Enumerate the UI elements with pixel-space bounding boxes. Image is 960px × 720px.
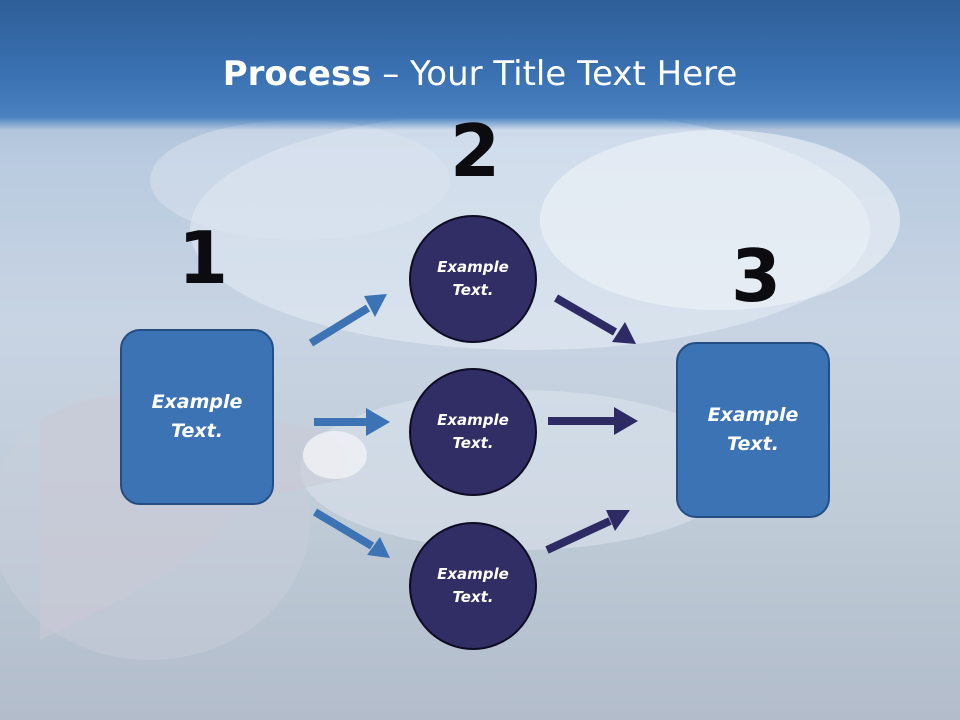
circle-top: Example Text. — [409, 215, 537, 343]
slide-title: Process – Your Title Text Here — [0, 52, 960, 96]
arrow-top-to-right — [554, 294, 636, 344]
circle-bottom: Example Text. — [409, 522, 537, 650]
step-number-1: 1 — [178, 216, 229, 300]
circle-top-label: Example Text. — [437, 258, 509, 299]
step-box-right: Example Text. — [676, 342, 830, 518]
arrow-middle-to-right — [548, 407, 638, 435]
title-rest: – Your Title Text Here — [371, 54, 738, 94]
circle-middle-label: Example Text. — [437, 411, 509, 452]
arrow-left-to-middle — [314, 408, 390, 436]
circle-middle: Example Text. — [409, 368, 537, 496]
step-number-3: 3 — [731, 234, 782, 318]
step-number-2: 2 — [450, 109, 501, 193]
step-box-left-label: Example Text. — [151, 391, 243, 442]
arrow-left-to-bottom — [312, 508, 390, 558]
circle-bottom-label: Example Text. — [437, 565, 509, 606]
arrow-left-to-top — [308, 294, 387, 347]
arrow-bottom-to-right — [545, 510, 630, 554]
title-bold: Process — [222, 54, 372, 94]
step-box-right-label: Example Text. — [707, 404, 799, 455]
step-box-left: Example Text. — [120, 329, 274, 505]
header-band — [0, 0, 960, 130]
